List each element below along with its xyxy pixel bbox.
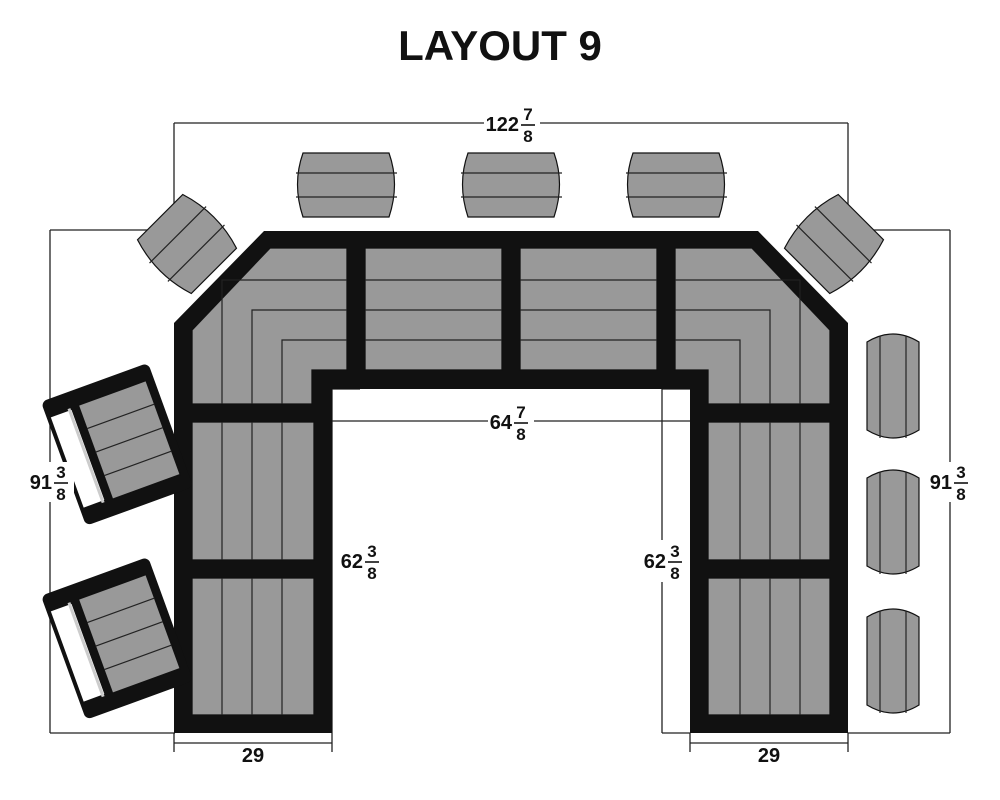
cushion-seams bbox=[221, 279, 801, 715]
overall-width-label: 122 7 8 bbox=[484, 105, 540, 146]
ottoman bbox=[626, 152, 727, 218]
svg-text:3: 3 bbox=[367, 542, 376, 561]
left-depth-label: 91 3 8 bbox=[26, 462, 74, 504]
svg-text:8: 8 bbox=[670, 564, 679, 583]
svg-text:3: 3 bbox=[956, 463, 965, 482]
svg-text:62: 62 bbox=[341, 551, 363, 573]
svg-text:64: 64 bbox=[490, 412, 513, 434]
ottoman bbox=[866, 608, 920, 714]
left-arm-cushion-lower bbox=[191, 577, 315, 716]
svg-text:8: 8 bbox=[516, 425, 525, 444]
left-arm-cushion-upper bbox=[191, 421, 315, 561]
back-cushion-left bbox=[364, 247, 503, 371]
svg-text:91: 91 bbox=[30, 472, 52, 494]
ottoman bbox=[783, 193, 885, 295]
ottoman bbox=[461, 152, 562, 218]
right-arm-cushion-lower bbox=[707, 577, 831, 716]
club-chairs bbox=[42, 364, 192, 719]
svg-text:3: 3 bbox=[56, 463, 65, 482]
svg-text:8: 8 bbox=[367, 564, 376, 583]
svg-text:8: 8 bbox=[523, 127, 532, 146]
club-chair bbox=[42, 364, 192, 525]
right-arm-depth-label: 62 3 8 bbox=[640, 540, 686, 583]
back-cushion-right bbox=[519, 247, 658, 371]
ottoman bbox=[296, 152, 397, 218]
corner-ottomans bbox=[136, 193, 885, 295]
svg-text:3: 3 bbox=[670, 542, 679, 561]
right-corner-cushion bbox=[674, 247, 831, 405]
svg-text:62: 62 bbox=[644, 551, 666, 573]
svg-text:122: 122 bbox=[486, 114, 519, 136]
left-arm-depth-label: 62 3 8 bbox=[336, 540, 382, 583]
left-corner-cushion bbox=[191, 247, 348, 405]
svg-text:91: 91 bbox=[930, 472, 952, 494]
svg-text:8: 8 bbox=[56, 485, 65, 504]
svg-text:29: 29 bbox=[758, 745, 780, 767]
page-title: LAYOUT 9 bbox=[398, 22, 602, 69]
club-chair bbox=[42, 558, 192, 719]
inner-width-label: 64 7 8 bbox=[488, 403, 534, 444]
right-arm-cushion-upper bbox=[707, 421, 831, 561]
right-ottomans bbox=[866, 333, 920, 714]
seat-cushions bbox=[191, 247, 831, 716]
right-arm-width-label: 29 bbox=[752, 744, 786, 767]
ottoman bbox=[136, 193, 238, 295]
left-arm-width-label: 29 bbox=[236, 744, 270, 767]
ottoman bbox=[866, 333, 920, 439]
svg-text:8: 8 bbox=[956, 485, 965, 504]
svg-text:7: 7 bbox=[523, 105, 532, 124]
right-depth-label: 91 3 8 bbox=[926, 462, 974, 504]
ottoman bbox=[866, 469, 920, 575]
svg-text:7: 7 bbox=[516, 403, 525, 422]
top-ottomans bbox=[296, 152, 727, 218]
svg-text:29: 29 bbox=[242, 745, 264, 767]
